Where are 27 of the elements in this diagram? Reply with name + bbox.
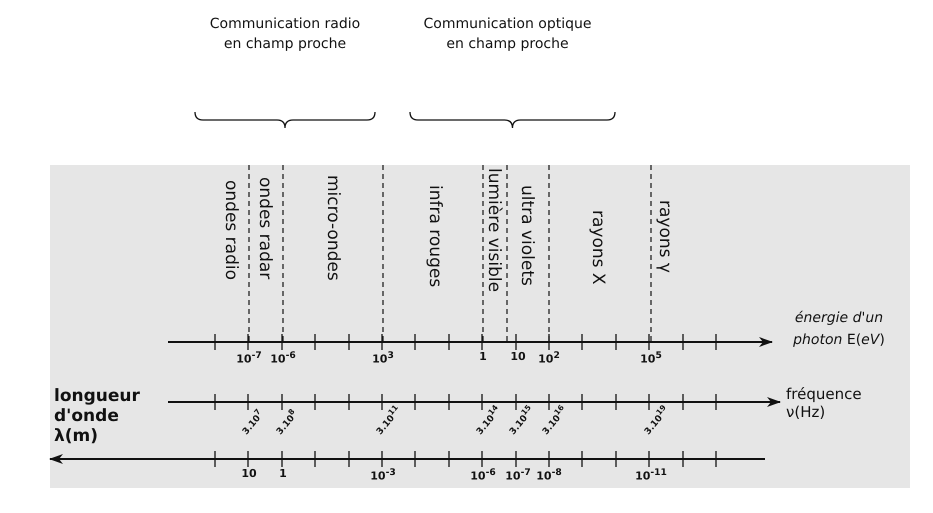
band-label: rayons X — [589, 210, 607, 285]
tick-label: 10$^{-7}$ — [236, 350, 262, 366]
group-label: Communication optique en champ proche — [422, 15, 592, 54]
wavelength-axis-title: longueur d'onde λ(m) — [54, 386, 141, 446]
tick-label: 10$^{-3}$ — [370, 467, 396, 483]
band-label: micro-ondes — [324, 175, 342, 281]
tick-label: 10 — [510, 350, 526, 363]
frequency-axis-title: fréquence ν(Hz) — [786, 385, 863, 421]
band-label: ultra violets — [518, 185, 536, 286]
tick-label: 10$^{-8}$ — [536, 467, 562, 483]
tick-label: 1 — [279, 467, 287, 480]
tick-label: 10$^{2}$ — [538, 350, 560, 366]
band-label: rayons γ — [656, 200, 674, 273]
band-label: ondes radar — [256, 177, 274, 280]
energy-axis-title: énergie d'un photon E(eV) — [792, 309, 886, 350]
band-label: infra rouges — [426, 185, 444, 288]
band-label: ondes radio — [222, 180, 240, 280]
tick-label: 10$^{-11}$ — [635, 467, 667, 483]
tick-label: 10$^{-7}$ — [505, 467, 531, 483]
tick-label: 10$^{5}$ — [640, 350, 662, 366]
tick-label: 1 — [479, 350, 487, 363]
tick-label: 10$^{3}$ — [372, 350, 394, 366]
tick-label: 10 — [241, 467, 257, 480]
band-label: lumière visible — [485, 168, 503, 292]
tick-label: 10$^{-6}$ — [470, 467, 496, 483]
tick-label: 10$^{-6}$ — [270, 350, 296, 366]
group-label: Communication radio en champ proche — [208, 15, 362, 54]
